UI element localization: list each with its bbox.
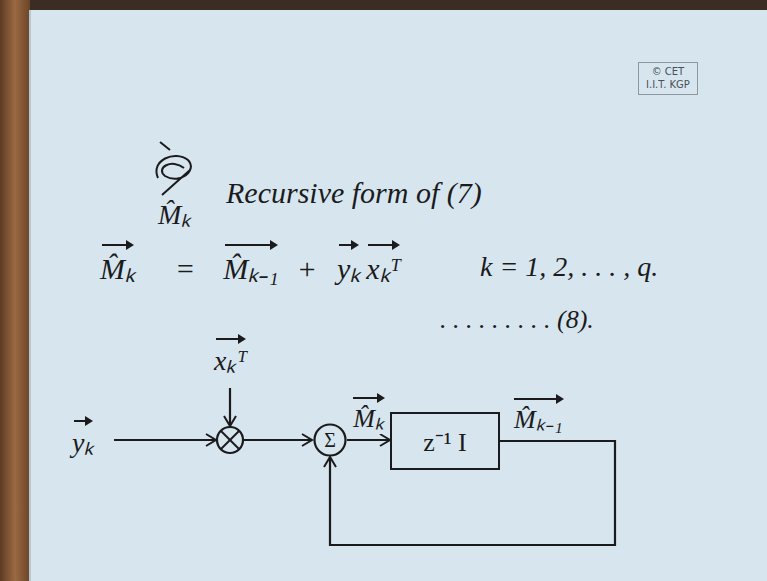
delay-box: z⁻¹ I <box>390 412 500 470</box>
multiplier-cross <box>221 431 239 449</box>
equation-term: xₖᵀ <box>366 240 401 285</box>
equation-number: . . . . . . . . . (8). <box>440 306 594 335</box>
signal-name: xₖᵀ <box>214 334 247 377</box>
product-wire <box>244 439 312 441</box>
input-wire <box>114 439 216 441</box>
equation-term: M̂ₖ₋₁ <box>223 240 278 285</box>
block-text: z⁻¹ I <box>423 423 467 459</box>
equation-operator: + <box>297 252 317 285</box>
edge-label: M̂ₖ <box>351 393 386 434</box>
signal-connector <box>347 439 390 441</box>
equation-term: yₖ <box>337 240 360 285</box>
watermark-box: © CETI.I.T. KGP <box>638 62 698 95</box>
summer-circle: Σ <box>313 423 347 457</box>
summer-symbol: Σ <box>324 430 336 450</box>
signal-name: yₖ <box>72 416 94 459</box>
multiplier-cross <box>221 431 239 449</box>
watermark-text: I.I.T. KGP <box>646 79 690 92</box>
edge-label: M̂ₖ₋₁ <box>512 394 565 435</box>
heading-text: Recursive form of (7) <box>226 176 482 209</box>
top-frame <box>0 0 767 10</box>
multiplier-symbol <box>217 427 243 453</box>
input-wire <box>229 388 231 426</box>
signal-connector <box>330 441 615 545</box>
watermark-text: © CET <box>646 66 690 79</box>
index-range: k = 1, 2, . . . , q. <box>480 252 658 283</box>
scribble <box>156 142 190 195</box>
equation-term: M̂ₖ <box>100 240 135 285</box>
board-edge <box>29 10 31 581</box>
wood-frame <box>0 0 30 581</box>
summer-outline <box>315 425 346 456</box>
equation-operator: = <box>175 252 195 285</box>
crossed-symbol: M̂ₖ <box>158 200 191 231</box>
